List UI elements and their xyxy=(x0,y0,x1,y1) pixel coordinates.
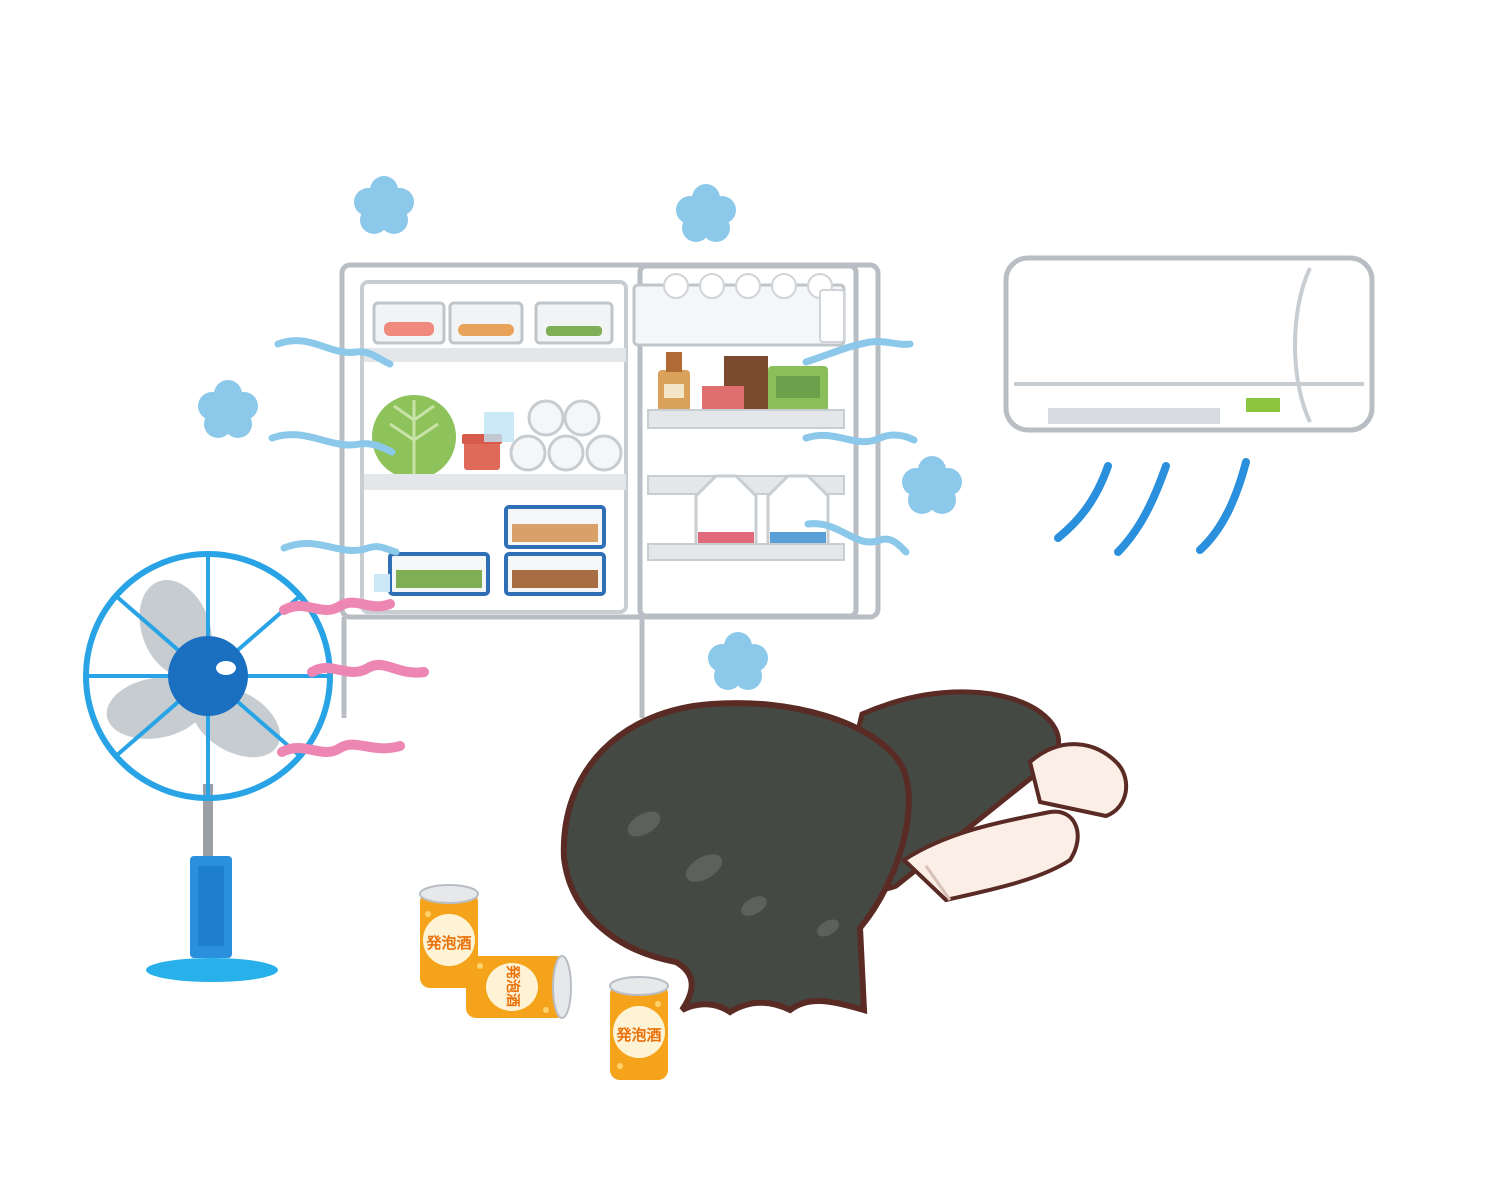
can-label: 発泡酒 xyxy=(615,1026,661,1044)
can-label: 発泡酒 xyxy=(504,964,521,1007)
warm-breeze-icon xyxy=(277,597,429,757)
cold-puff-icon xyxy=(198,176,962,690)
ac-airflow-icon xyxy=(1054,458,1250,556)
person-lying-icon xyxy=(560,689,1129,1016)
electric-fan-icon xyxy=(83,551,333,982)
air-conditioner-icon xyxy=(1003,255,1375,433)
refrigerator-icon xyxy=(339,262,881,718)
cold-breeze-icon xyxy=(268,337,918,556)
can-label: 発泡酒 xyxy=(425,934,471,952)
beer-can-icon: 発泡酒 発泡酒 発泡酒 xyxy=(419,884,669,1080)
